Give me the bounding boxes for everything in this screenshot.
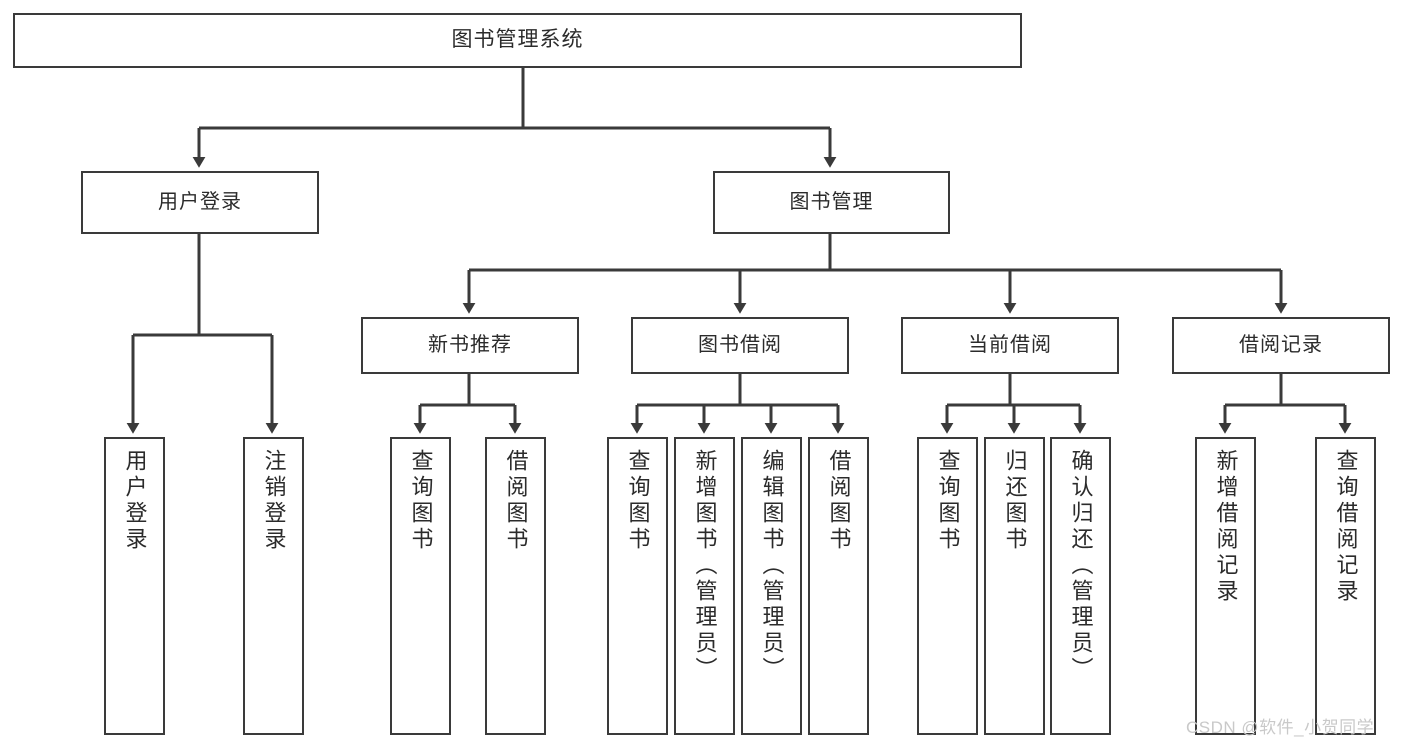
node-label: 新书推荐 <box>428 333 512 356</box>
leaf-borrow-record-add[interactable]: 新增借阅记录 <box>1195 437 1256 735</box>
leaf-current-borrow-confirm-return[interactable]: 确认归还（管理员） <box>1050 437 1111 735</box>
leaf-book-borrow-edit[interactable]: 编辑图书（管理员） <box>741 437 802 735</box>
node-label: 查询借阅记录 <box>1333 449 1359 605</box>
node-label: 图书管理 <box>789 190 874 213</box>
csdn-watermark: CSDN @软件_小贺同学 <box>1186 718 1375 737</box>
leaf-book-borrow-add[interactable]: 新增图书（管理员） <box>674 437 735 735</box>
node-current-borrow[interactable]: 当前借阅 <box>901 317 1119 374</box>
node-new-book-recommend[interactable]: 新书推荐 <box>361 317 579 374</box>
leaf-new-book-query[interactable]: 查询图书 <box>390 437 451 735</box>
node-label: 确认归还（管理员） <box>1068 449 1094 683</box>
leaf-book-borrow-query[interactable]: 查询图书 <box>607 437 668 735</box>
node-label: 借阅图书 <box>826 449 852 553</box>
leaf-user-login-login[interactable]: 用户登录 <box>104 437 165 735</box>
node-borrow-record[interactable]: 借阅记录 <box>1172 317 1390 374</box>
node-user-login[interactable]: 用户登录 <box>81 171 319 234</box>
node-label: 图书借阅 <box>698 333 782 356</box>
leaf-borrow-record-query[interactable]: 查询借阅记录 <box>1315 437 1376 735</box>
node-label: 注销登录 <box>261 449 287 553</box>
node-label: 查询图书 <box>935 449 961 553</box>
node-book-borrow[interactable]: 图书借阅 <box>631 317 849 374</box>
leaf-current-borrow-return[interactable]: 归还图书 <box>984 437 1045 735</box>
node-label: 借阅记录 <box>1239 333 1323 356</box>
leaf-new-book-borrow[interactable]: 借阅图书 <box>485 437 546 735</box>
node-label: 新增借阅记录 <box>1213 449 1239 605</box>
leaf-book-borrow-borrow[interactable]: 借阅图书 <box>808 437 869 735</box>
leaf-user-login-logout[interactable]: 注销登录 <box>243 437 304 735</box>
node-label: 用户登录 <box>158 190 242 213</box>
node-label: 用户登录 <box>122 449 148 553</box>
node-label: 图书管理系统 <box>451 28 584 52</box>
node-root-system[interactable]: 图书管理系统 <box>13 13 1022 68</box>
node-label: 借阅图书 <box>503 449 529 553</box>
node-label: 当前借阅 <box>968 333 1052 356</box>
node-label: 查询图书 <box>625 449 651 553</box>
leaf-current-borrow-query[interactable]: 查询图书 <box>917 437 978 735</box>
node-label: 编辑图书（管理员） <box>759 449 785 683</box>
node-label: 新增图书（管理员） <box>692 449 718 683</box>
node-book-management[interactable]: 图书管理 <box>713 171 950 234</box>
node-label: 查询图书 <box>408 449 434 553</box>
node-label: 归还图书 <box>1002 449 1028 553</box>
